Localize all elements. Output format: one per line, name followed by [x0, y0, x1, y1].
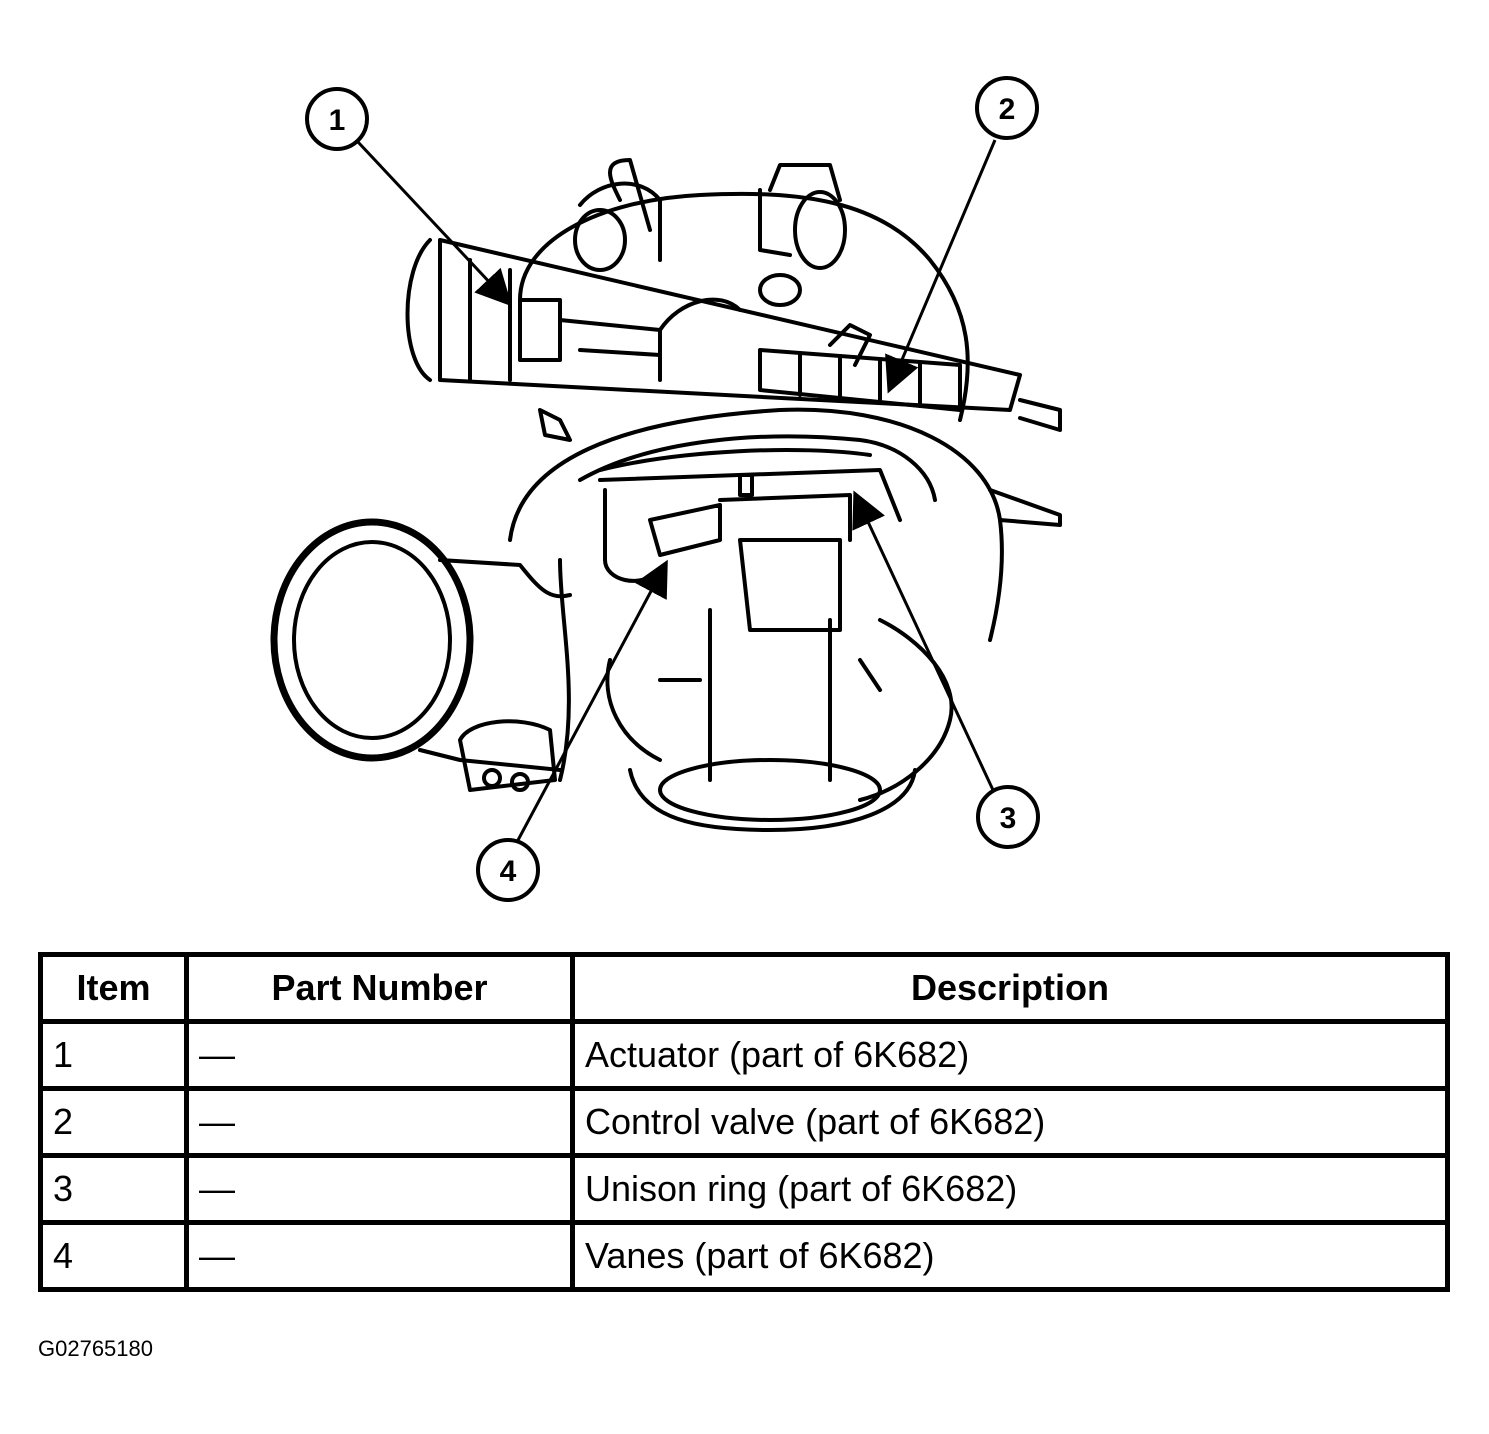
- table-row: 2 — Control valve (part of 6K682): [38, 1086, 1450, 1158]
- callout-4-number: 4: [500, 855, 517, 888]
- cell-item: 2: [38, 1086, 189, 1158]
- cell-part-number: —: [184, 1153, 575, 1225]
- cell-description: Vanes (part of 6K682): [570, 1220, 1450, 1292]
- table-row: 1 — Actuator (part of 6K682): [38, 1019, 1450, 1091]
- cell-description: Unison ring (part of 6K682): [570, 1153, 1450, 1225]
- cell-item: 1: [38, 1019, 189, 1091]
- cell-part-number: —: [184, 1220, 575, 1292]
- cell-description: Control valve (part of 6K682): [570, 1086, 1450, 1158]
- cell-part-number: —: [184, 1019, 575, 1091]
- cell-part-number: —: [184, 1086, 575, 1158]
- turbocharger-illustration: 1 2 3 4: [270, 76, 1062, 902]
- callout-3-number: 3: [1000, 802, 1017, 835]
- callout-4-circle: [476, 838, 540, 902]
- cell-item: 3: [38, 1153, 189, 1225]
- unison-ring-housing: [508, 407, 1004, 642]
- callout-2-circle: [975, 76, 1039, 140]
- callout-1-leader: [356, 140, 513, 307]
- header-description: Description: [570, 952, 1450, 1024]
- cell-item: 4: [38, 1220, 189, 1292]
- figure-id: G02765180: [38, 1336, 153, 1361]
- callout-1-circle: [305, 87, 369, 151]
- header-part-number: Part Number: [184, 952, 575, 1024]
- table-row: 3 — Unison ring (part of 6K682): [38, 1153, 1450, 1225]
- header-item: Item: [38, 952, 189, 1024]
- callout-2-number: 2: [999, 93, 1016, 126]
- turbine-inlet-ring: [270, 518, 474, 762]
- cell-description: Actuator (part of 6K682): [570, 1019, 1450, 1091]
- parts-table: Item Part Number Description 1 — Actuato…: [38, 952, 1450, 1292]
- table-header-row: Item Part Number Description: [38, 952, 1450, 1024]
- callout-4-leader: [515, 559, 668, 843]
- table-row: 4 — Vanes (part of 6K682): [38, 1220, 1450, 1292]
- callout-3-circle: [976, 785, 1040, 849]
- actuator: [405, 238, 1062, 432]
- turbine-hub: [738, 538, 842, 632]
- callout-3-leader: [852, 490, 995, 791]
- callout-2-leader: [885, 139, 997, 394]
- callout-1-number: 1: [329, 104, 346, 137]
- compressor-housing: [518, 191, 970, 422]
